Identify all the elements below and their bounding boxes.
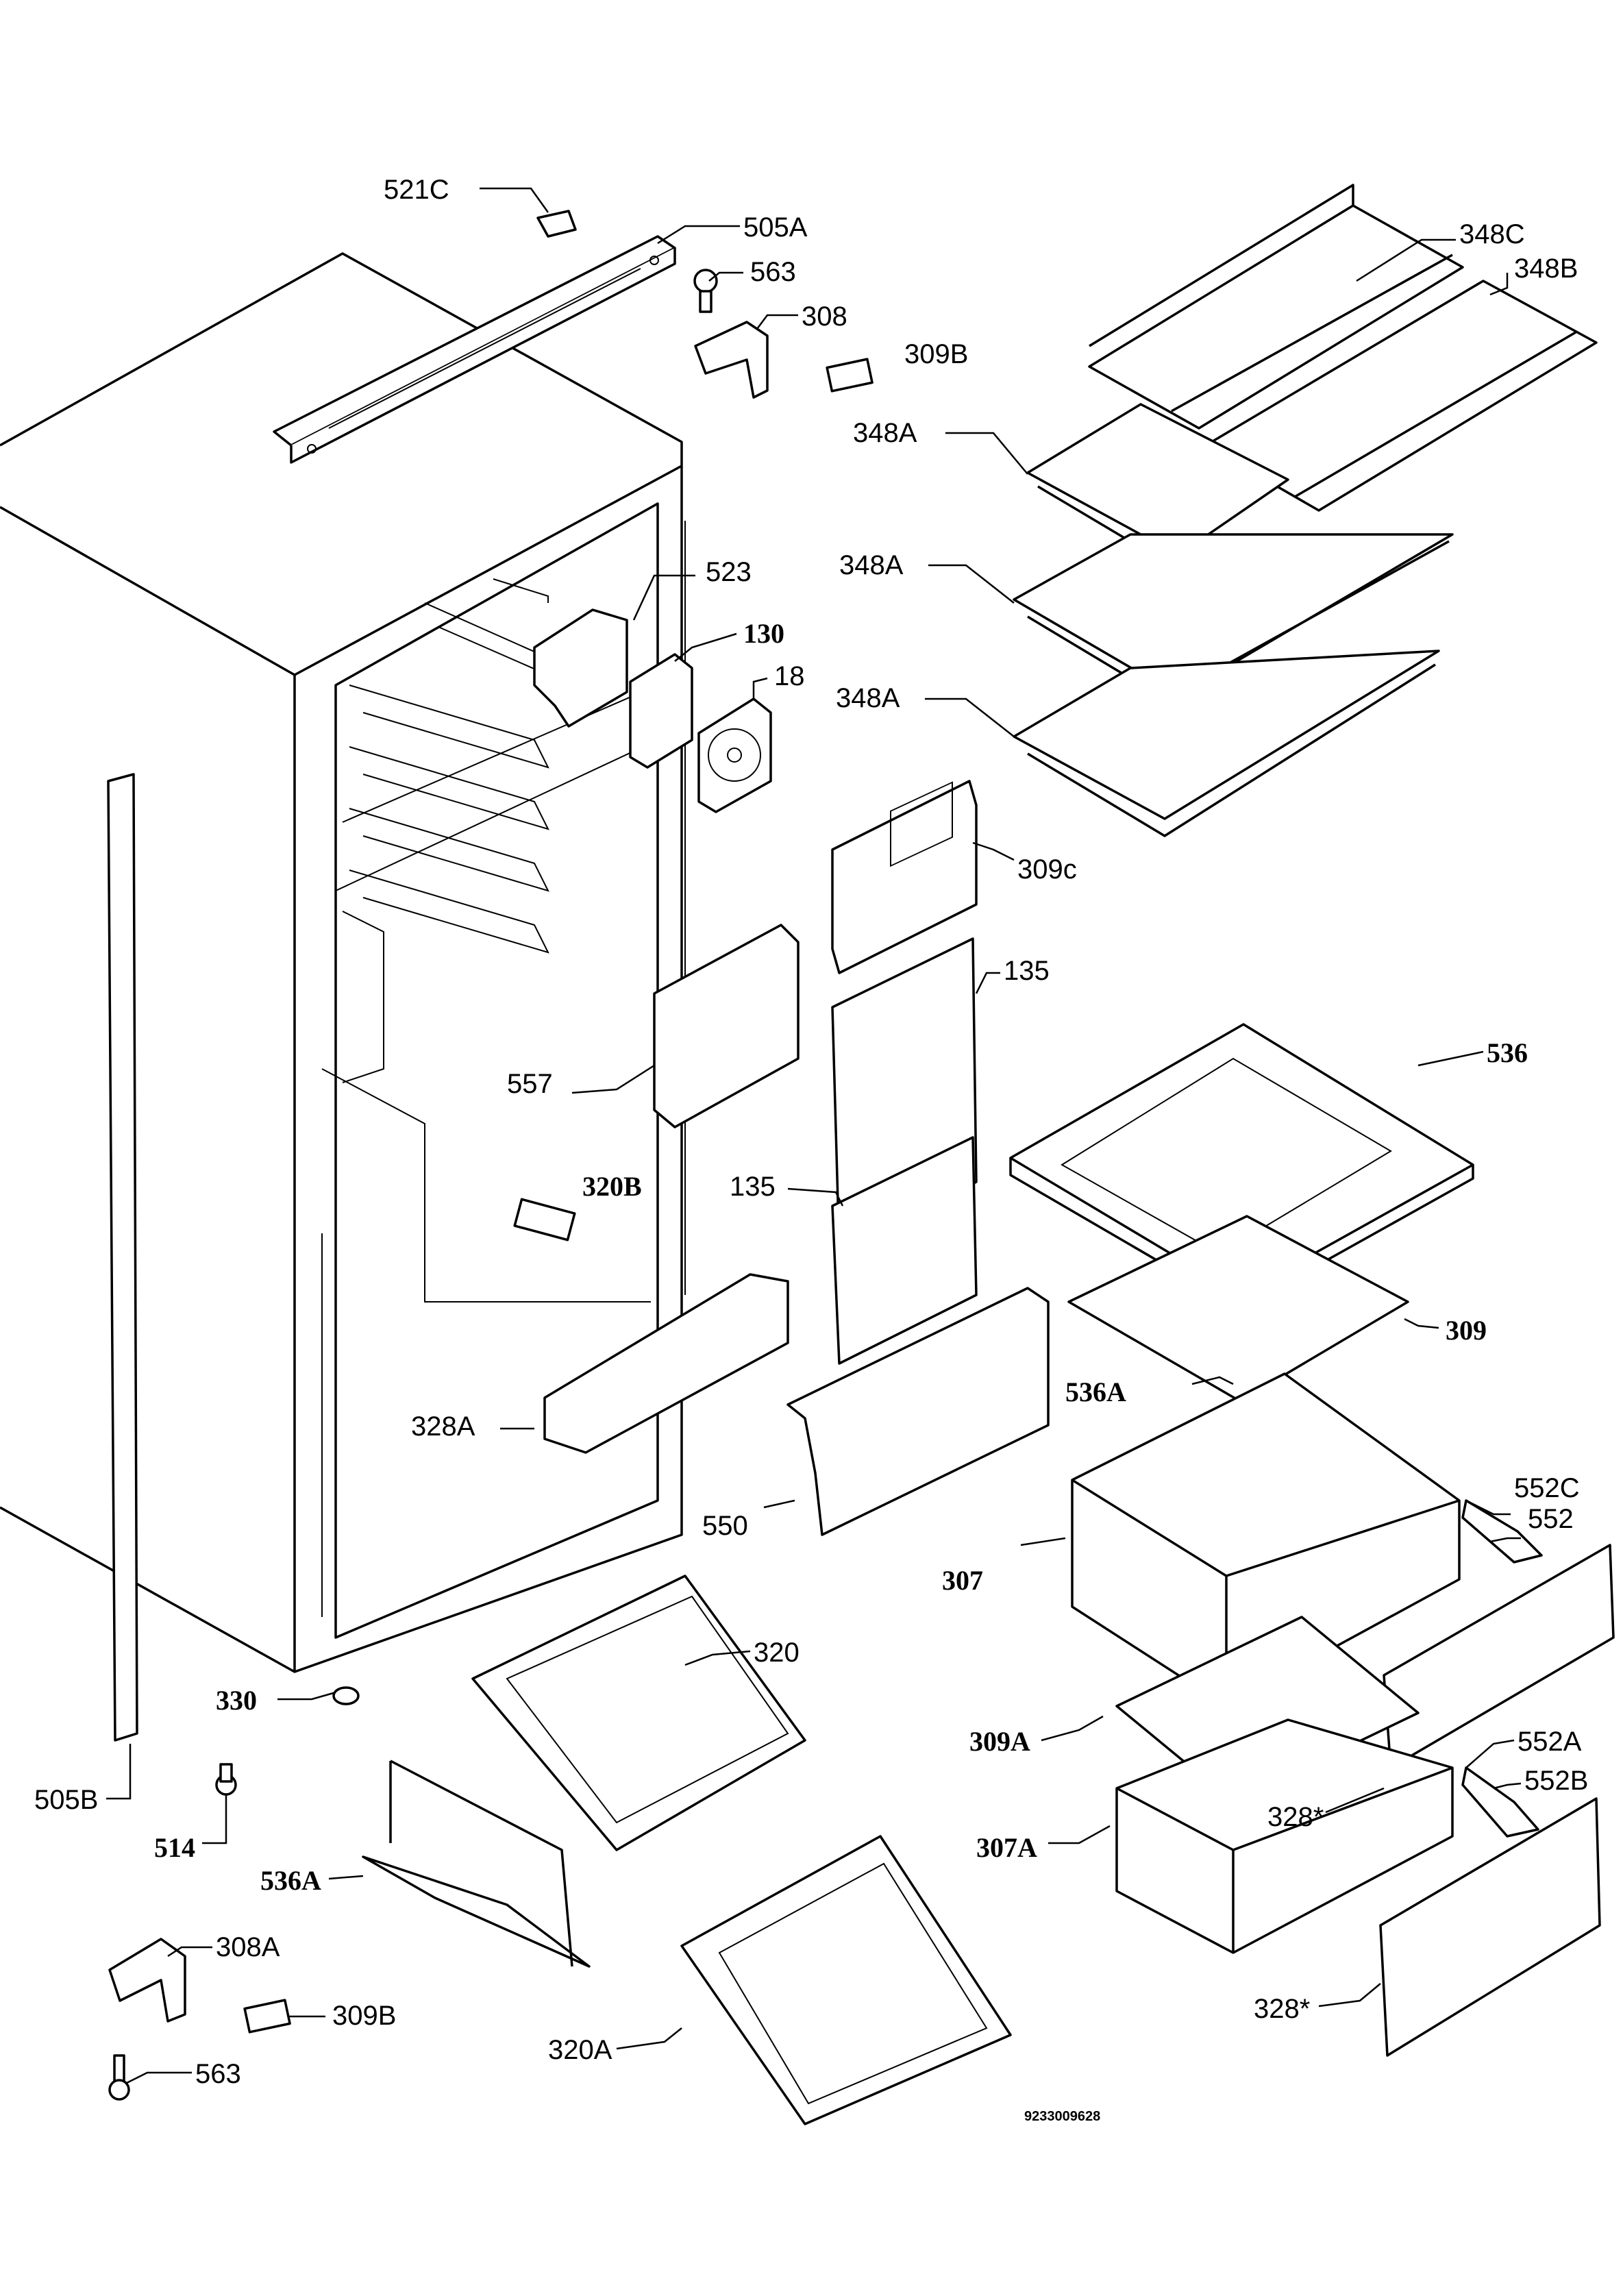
label-348b: 348B bbox=[1514, 254, 1578, 284]
screw-563-top bbox=[693, 269, 718, 313]
label-309c: 309c bbox=[1017, 854, 1077, 885]
screw-563-bottom bbox=[108, 2054, 130, 2101]
plug-309b-top bbox=[826, 358, 874, 393]
part-labels: 521C 505A 563 308 309B 348C 348B 348A 34… bbox=[34, 175, 1588, 2124]
label-536: 536 bbox=[1487, 1037, 1528, 1068]
label-135-1: 135 bbox=[1004, 956, 1050, 986]
label-309b-top: 309B bbox=[904, 339, 968, 369]
label-328s-1: 328* bbox=[1267, 1802, 1324, 1832]
label-514: 514 bbox=[154, 1832, 195, 1863]
slide-rail-552c bbox=[1461, 1499, 1543, 1564]
label-563-bottom: 563 bbox=[195, 2059, 241, 2089]
slide-rail-552a bbox=[1461, 1766, 1539, 1838]
cap-521c bbox=[536, 210, 577, 238]
label-536a: 536A bbox=[1065, 1377, 1126, 1407]
bolt-514 bbox=[215, 1763, 237, 1796]
label-130: 130 bbox=[743, 618, 784, 649]
label-320: 320 bbox=[754, 1638, 800, 1668]
label-505b: 505B bbox=[34, 1785, 98, 1815]
drawing-code: 9233009628 bbox=[1024, 2109, 1100, 2124]
drawer-front-328-lower bbox=[1379, 1797, 1601, 2057]
wire-basket-320a bbox=[680, 1835, 1012, 2125]
label-552b: 552B bbox=[1524, 1766, 1588, 1796]
label-328s-2: 328* bbox=[1254, 1994, 1310, 2024]
top-hinge-plate-505a bbox=[273, 235, 676, 464]
label-328a: 328A bbox=[411, 1411, 475, 1442]
label-309a: 309A bbox=[969, 1726, 1030, 1757]
label-330: 330 bbox=[216, 1685, 257, 1716]
thermostat-cover-557 bbox=[653, 924, 800, 1128]
label-320b: 320B bbox=[582, 1171, 642, 1202]
drawer-307a bbox=[1115, 1718, 1454, 1954]
label-550: 550 bbox=[702, 1511, 748, 1541]
label-536a-2: 536A bbox=[260, 1865, 321, 1896]
wire-shelf-536a bbox=[362, 1760, 591, 1968]
divider-550 bbox=[786, 1287, 1050, 1536]
label-320a: 320A bbox=[548, 2035, 612, 2065]
fan-shroud-130 bbox=[629, 653, 693, 769]
glass-shelf-348c bbox=[1088, 184, 1464, 430]
label-552a: 552A bbox=[1517, 1727, 1582, 1757]
label-563-top: 563 bbox=[750, 257, 796, 287]
label-135-2: 135 bbox=[730, 1172, 776, 1202]
label-521c: 521C bbox=[384, 175, 449, 205]
label-307: 307 bbox=[942, 1565, 983, 1596]
label-308a: 308A bbox=[216, 1932, 280, 1962]
label-309: 309 bbox=[1446, 1315, 1487, 1346]
wire-basket-320 bbox=[471, 1575, 806, 1851]
label-307a: 307A bbox=[976, 1832, 1037, 1863]
label-552: 552 bbox=[1528, 1504, 1574, 1534]
glass-shelf-348b bbox=[1204, 280, 1598, 512]
door-bin-328a bbox=[543, 1273, 789, 1454]
label-309b-bottom: 309B bbox=[332, 2001, 396, 2031]
label-552c: 552C bbox=[1514, 1473, 1580, 1503]
label-348c: 348C bbox=[1459, 219, 1525, 249]
panel-135-lower bbox=[831, 1136, 978, 1365]
label-505a: 505A bbox=[743, 212, 808, 243]
hinge-308a bbox=[108, 1938, 186, 2023]
label-348a-2: 348A bbox=[839, 550, 904, 580]
label-308: 308 bbox=[802, 301, 847, 332]
glass-plate-309 bbox=[1067, 1215, 1409, 1403]
drawer-front-328-upper bbox=[1383, 1544, 1615, 1769]
plug-309b-bottom bbox=[243, 1999, 291, 2034]
fan-motor-18 bbox=[697, 698, 772, 813]
glass-shelf-348a-3 bbox=[1013, 650, 1440, 837]
leader-lines bbox=[106, 187, 1522, 2084]
label-348a-1: 348A bbox=[853, 418, 917, 448]
foot-330 bbox=[332, 1686, 360, 1705]
hinge-308 bbox=[694, 321, 769, 399]
label-523: 523 bbox=[706, 557, 752, 587]
cabinet-body bbox=[0, 252, 686, 1673]
label-557: 557 bbox=[507, 1069, 553, 1099]
rating-plate-320b bbox=[513, 1198, 576, 1242]
fan-housing-523 bbox=[533, 608, 628, 728]
label-18: 18 bbox=[774, 661, 805, 691]
door-gasket-505b bbox=[107, 773, 138, 1742]
drawer-307 bbox=[1071, 1372, 1461, 1707]
panel-309c bbox=[831, 780, 978, 974]
label-348a-3: 348A bbox=[836, 683, 900, 713]
